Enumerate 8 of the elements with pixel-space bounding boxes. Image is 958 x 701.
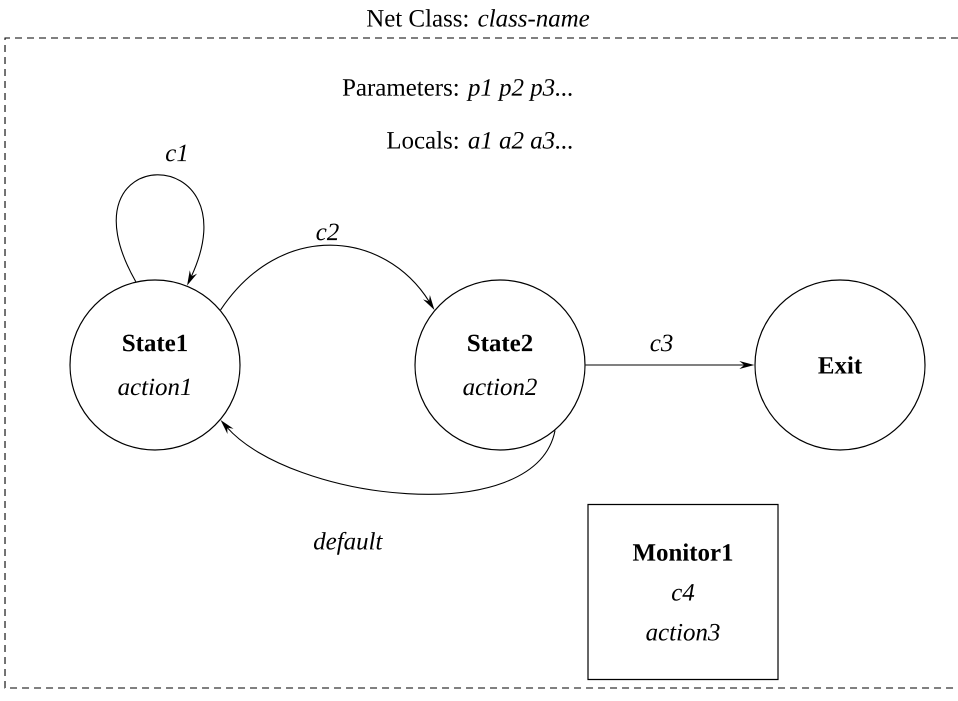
monitor-box: Monitor1 c4 action3: [587, 504, 779, 680]
edge-label: default: [312, 530, 384, 556]
class-heading: Net Class: class-name: [367, 9, 590, 27]
edge-label: c2: [314, 222, 340, 242]
locals-text: Locals: a1 a2 a3...: [387, 131, 572, 149]
parameters-text: Parameters: p1 p2 p3...: [342, 79, 572, 101]
edge-label: c1: [164, 144, 190, 162]
edge-label: c3: [648, 334, 674, 352]
